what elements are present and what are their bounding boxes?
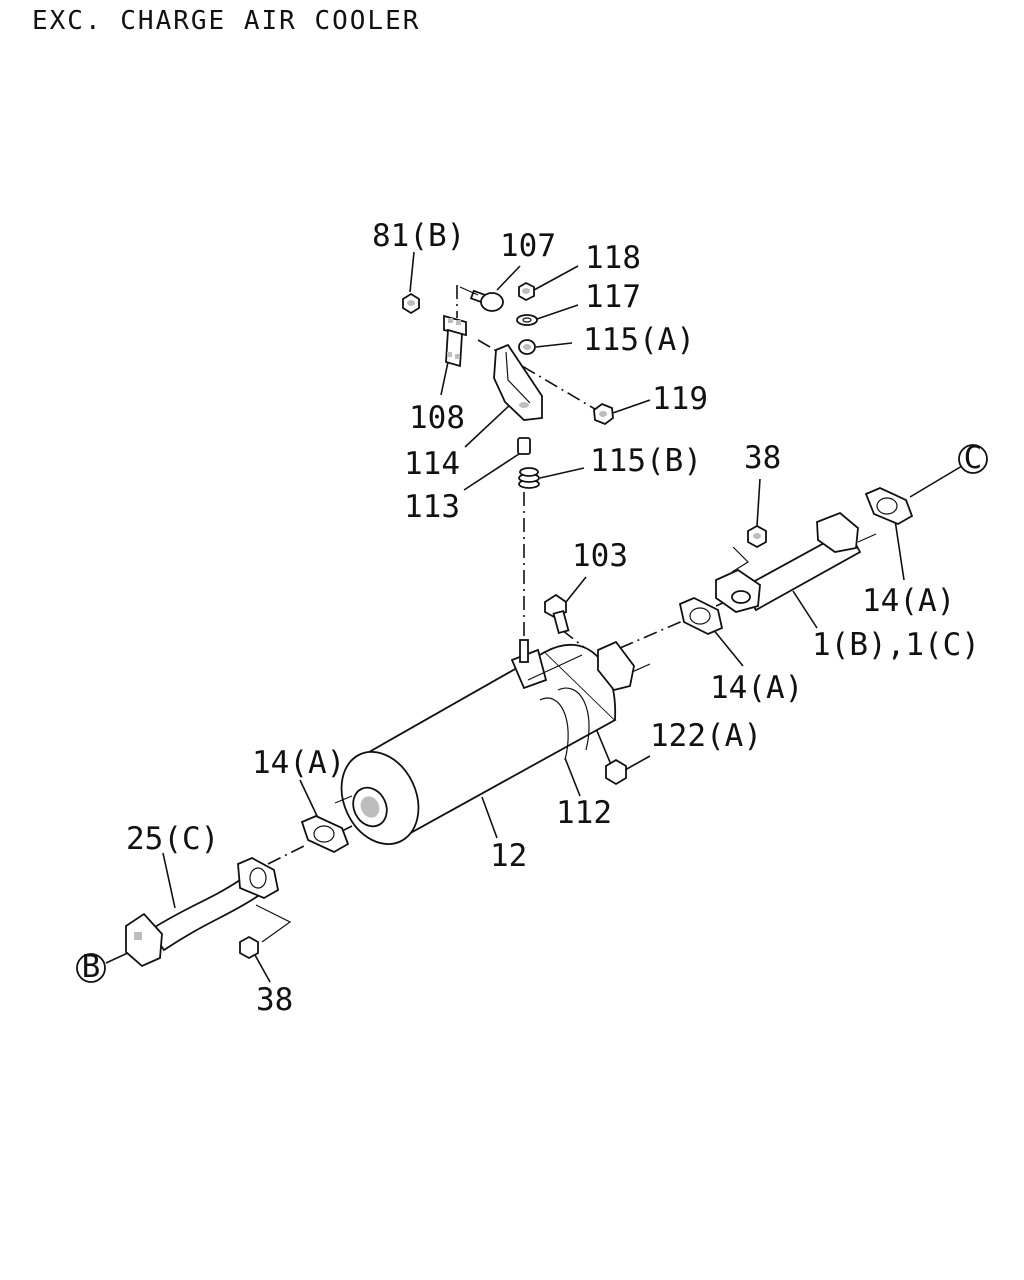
callout-25c: 25(C) bbox=[126, 821, 219, 857]
nut-122a bbox=[605, 758, 627, 786]
front-pipe-1 bbox=[715, 511, 877, 613]
muffler-12 bbox=[334, 640, 651, 845]
hanger-bracket-12 bbox=[510, 639, 583, 690]
leader-lines bbox=[105, 251, 963, 983]
callout-81b: 81(B) bbox=[372, 218, 465, 254]
callout-107: 107 bbox=[500, 228, 556, 264]
callout-103: 103 bbox=[572, 538, 628, 574]
connector-b-label: B bbox=[82, 949, 101, 985]
tail-pipe-25c bbox=[125, 857, 280, 968]
gasket-14a-left bbox=[300, 815, 350, 854]
nut-119 bbox=[593, 402, 614, 426]
collar-113 bbox=[517, 437, 531, 455]
callout-115b: 115(B) bbox=[590, 443, 702, 479]
callout-114: 114 bbox=[404, 446, 460, 482]
callout-14a-right: 14(A) bbox=[862, 583, 955, 619]
alignment-lines bbox=[267, 285, 726, 865]
callout-118: 118 bbox=[585, 240, 641, 276]
nut-38-bottom bbox=[239, 935, 259, 960]
diagram-title: EXC. CHARGE AIR COOLER bbox=[32, 6, 420, 36]
callout-115a: 115(A) bbox=[583, 322, 695, 358]
nut-81b bbox=[402, 292, 420, 315]
connector-c: C bbox=[958, 440, 988, 476]
callout-12: 12 bbox=[490, 838, 527, 874]
gasket-14a-right bbox=[864, 487, 914, 526]
bracket-114 bbox=[493, 343, 543, 421]
washer-117 bbox=[516, 314, 538, 326]
bolt-103 bbox=[544, 593, 570, 635]
callout-113: 113 bbox=[404, 489, 460, 525]
rubber-115b bbox=[518, 467, 540, 489]
washer-115a bbox=[518, 339, 536, 355]
callout-119: 119 bbox=[652, 381, 708, 417]
connector-b: B bbox=[76, 949, 106, 985]
nut-38-top bbox=[747, 524, 767, 549]
callout-labels: 81(B) 107 118 117 115(A) 119 108 114 113… bbox=[126, 218, 980, 1018]
callout-117: 117 bbox=[585, 279, 641, 315]
bracket-108 bbox=[443, 314, 467, 368]
nut-118 bbox=[518, 281, 535, 302]
callout-1bc: 1(B),1(C) bbox=[812, 627, 980, 663]
bolt-107 bbox=[459, 286, 504, 312]
callout-112: 112 bbox=[556, 795, 612, 831]
connector-c-label: C bbox=[964, 440, 983, 476]
callout-122a: 122(A) bbox=[650, 718, 762, 754]
callout-14a-mid: 14(A) bbox=[710, 670, 803, 706]
callout-38-top: 38 bbox=[744, 440, 781, 476]
gasket-14a-mid bbox=[678, 597, 724, 635]
callout-38-bottom: 38 bbox=[256, 982, 293, 1018]
callout-14a-left: 14(A) bbox=[252, 745, 345, 781]
callout-108: 108 bbox=[409, 400, 465, 436]
